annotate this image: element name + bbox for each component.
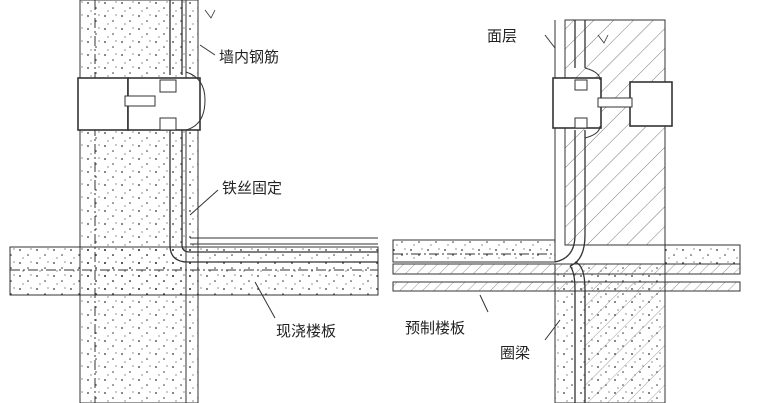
label-ring-beam: 圈梁 (500, 344, 531, 362)
right-wall (564, 19, 666, 246)
label-surface-layer: 面层 (487, 27, 518, 45)
left-wall (79, 0, 199, 403)
label-cast-in-place-slab: 现浇楼板 (276, 322, 337, 340)
left-junction-box (77, 77, 129, 131)
right-cast-layer (392, 239, 556, 263)
label-wall-rebar: 墙内钢筋 (219, 48, 280, 66)
right-junction-box-right (629, 81, 673, 127)
label-precast-slab: 预制楼板 (405, 319, 466, 337)
left-conduit (169, 0, 378, 263)
label-wire-fixing: 铁丝固定 (222, 179, 283, 197)
right-slab-right (664, 244, 741, 265)
left-detail (9, 0, 379, 403)
right-conduit (554, 20, 586, 403)
right-detail (392, 19, 741, 403)
